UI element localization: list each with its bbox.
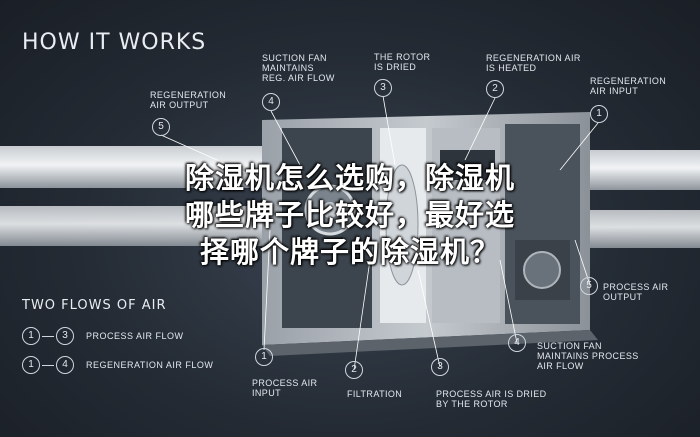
callout-regeneration-air-output: REGENERATION AIR OUTPUT <box>150 90 227 110</box>
callout-badge: 3 <box>431 358 449 376</box>
callout-suction-fan-reg: SUCTION FAN MAINTAINS REG. AIR FLOW <box>262 53 335 83</box>
legend-dash <box>42 364 54 366</box>
overlay-line-1: 除湿机怎么选购，除湿机 <box>184 161 515 195</box>
callout-suction-fan-process: SUCTION FAN MAINTAINS PROCESS AIR FLOW <box>537 341 639 371</box>
callout-filtration: FILTRATION <box>347 389 403 399</box>
callout-lines <box>160 95 599 371</box>
callout-badge: 2 <box>345 361 363 379</box>
callout-badge: 4 <box>262 93 280 111</box>
legend-dash <box>42 335 54 337</box>
page-title: HOW IT WORKS <box>22 30 207 55</box>
cabinet <box>262 112 598 356</box>
legend-label: REGENERATION AIR FLOW <box>86 360 214 370</box>
flows-title: TWO FLOWS OF AIR <box>22 298 167 313</box>
callout-badge: 1 <box>255 348 273 366</box>
overlay-line-3: 择哪个牌子的除湿机？ <box>199 235 500 269</box>
legend-regeneration-air: 1 4 REGENERATION AIR FLOW <box>22 356 213 374</box>
callout-badge: 4 <box>508 334 526 352</box>
legend-from-badge: 1 <box>22 327 40 345</box>
callout-badge: 5 <box>152 118 170 136</box>
overlay-line-2: 哪些牌子比较好，最好选 <box>184 198 515 232</box>
callout-regeneration-heated: REGENERATION AIR IS HEATED <box>486 53 581 73</box>
callout-process-air-output: PROCESS AIR OUTPUT <box>603 282 669 302</box>
callout-badge: 3 <box>374 79 392 97</box>
callout-regeneration-air-input: REGENERATION AIR INPUT <box>590 76 667 96</box>
legend-process-air: 1 3 PROCESS AIR FLOW <box>22 327 184 345</box>
legend-to-badge: 4 <box>56 356 74 374</box>
legend-from-badge: 1 <box>22 356 40 374</box>
callout-process-air-input: PROCESS AIR INPUT <box>252 378 318 398</box>
legend-to-badge: 3 <box>56 327 74 345</box>
legend-label: PROCESS AIR FLOW <box>86 331 184 341</box>
callout-badge: 1 <box>590 105 608 123</box>
callout-process-air-dried: PROCESS AIR IS DRIED BY THE ROTOR <box>436 389 547 409</box>
left-duct <box>0 146 275 246</box>
callout-badge: 5 <box>580 277 598 295</box>
callout-rotor-dried: THE ROTOR IS DRIED <box>374 52 431 72</box>
callout-badge: 2 <box>486 80 504 98</box>
